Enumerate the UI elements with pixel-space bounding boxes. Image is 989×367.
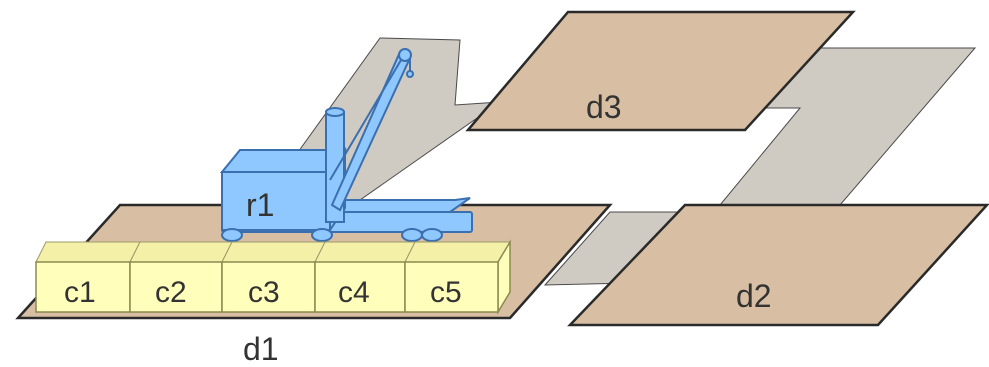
robot-cab-front — [221, 171, 331, 231]
robot-label: r1 — [246, 187, 274, 223]
container-c4 — [314, 261, 406, 313]
dock-d3-label: d3 — [586, 89, 622, 125]
container-c4-label: c4 — [338, 276, 370, 309]
container-c2 — [129, 261, 223, 313]
container-c3-label: c3 — [248, 276, 280, 309]
dock-d3 — [465, 10, 856, 132]
container-c5-top — [404, 241, 511, 263]
dock-d2 — [567, 203, 989, 327]
robot-wheel-3 — [401, 228, 423, 242]
robot-boom-cable — [329, 54, 405, 181]
robot-wheel-4 — [421, 228, 443, 242]
robot-wheel-2 — [311, 228, 333, 242]
container-c3-top — [221, 241, 326, 263]
container-c3 — [221, 261, 316, 313]
robot-mast-top — [325, 107, 345, 117]
robot-hook — [406, 70, 414, 78]
container-c1 — [35, 261, 131, 313]
robot-r1: r1 — [219, 48, 473, 242]
dock-d1-label: d1 — [243, 331, 279, 367]
dock-d2-label: d2 — [736, 278, 772, 314]
container-c2-top — [129, 241, 233, 263]
robot-wheel-1 — [221, 228, 243, 242]
container-c2-label: c2 — [155, 276, 187, 309]
container-c1-label: c1 — [64, 276, 96, 309]
robot-boom-pulley — [398, 48, 412, 62]
container-c1-top — [35, 241, 141, 263]
containers: c1 c2 c3 c4 c5 — [35, 239, 511, 315]
container-c4-top — [314, 241, 416, 263]
container-c5 — [404, 261, 499, 313]
container-c5-label: c5 — [430, 276, 462, 309]
